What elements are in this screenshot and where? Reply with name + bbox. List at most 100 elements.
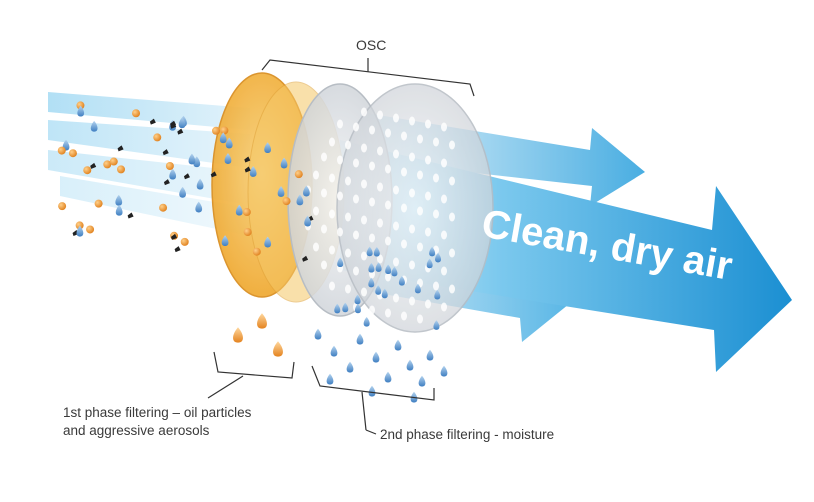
water-drop (354, 303, 361, 314)
water-drop (334, 303, 341, 314)
water-drop (342, 302, 349, 313)
filter-hole (441, 122, 447, 132)
water-drop (346, 361, 354, 373)
water-drop (225, 137, 233, 149)
phase1-caption-line1: 1st phase filtering – oil particles (63, 405, 252, 420)
filter-hole (377, 146, 383, 156)
oil-particle (282, 197, 291, 206)
water-drop (406, 359, 414, 371)
water-drop (76, 225, 84, 237)
water-drop (375, 262, 382, 272)
filter-hole (409, 260, 415, 270)
dust-particle (117, 145, 124, 152)
water-drop (314, 328, 322, 340)
filter-hole (449, 140, 455, 150)
oil-particle (294, 170, 303, 179)
dust-particle (183, 173, 190, 180)
filter-hole (369, 305, 375, 315)
filter-hole (377, 110, 383, 120)
filter-hole (345, 248, 351, 258)
filter-hole (433, 281, 439, 291)
filter-hole (361, 143, 367, 153)
filter-hole (425, 227, 431, 237)
filter-hole (441, 266, 447, 276)
oil-particle (75, 221, 84, 230)
water-drop (433, 320, 440, 330)
filter-hole (449, 176, 455, 186)
filter-hole (417, 170, 423, 180)
filter-hole (393, 257, 399, 267)
filter-hole (353, 266, 359, 276)
filter-hole (337, 191, 343, 201)
water-drop (418, 375, 426, 387)
filter-hole (353, 230, 359, 240)
water-drop (426, 349, 434, 361)
filter-hole (425, 119, 431, 129)
filter-hole (361, 251, 367, 261)
contaminant-particles (57, 101, 442, 330)
filter-hole (337, 119, 343, 129)
water-drop (356, 333, 364, 345)
water-drop (354, 294, 361, 305)
oil-particle (109, 157, 118, 166)
dust-particle (174, 246, 181, 253)
filter-hole (449, 284, 455, 294)
water-drop (280, 157, 288, 169)
second-phase-filter-disc-front (336, 83, 494, 333)
oil-particle (68, 149, 77, 158)
water-drop (264, 142, 272, 154)
filter-hole (361, 179, 367, 189)
oil-particle (252, 247, 261, 256)
water-drop (178, 117, 186, 129)
water-drop (264, 236, 272, 248)
filter-hole (329, 245, 335, 255)
filter-hole (345, 176, 351, 186)
filter-hole (409, 188, 415, 198)
oil-particle (58, 202, 67, 211)
filter-hole (329, 173, 335, 183)
filter-hole (417, 314, 423, 324)
dust-particle (163, 179, 170, 186)
filter-hole (313, 170, 319, 180)
water-drop (115, 194, 123, 206)
water-drop (90, 120, 98, 132)
filter-hole (321, 224, 327, 234)
water-drop (196, 178, 204, 190)
filter-hole (425, 299, 431, 309)
filter-hole (329, 137, 335, 147)
oil-particle (165, 161, 174, 170)
filter-hole (353, 158, 359, 168)
oil-particle (153, 133, 162, 142)
water-drop (224, 153, 232, 164)
filter-hole (337, 227, 343, 237)
oil-particle (220, 126, 229, 135)
water-drop (277, 186, 285, 197)
filter-hole (417, 206, 423, 216)
oil-drop (257, 313, 267, 329)
filter-hole (425, 191, 431, 201)
filter-hole (441, 158, 447, 168)
filter-hole (321, 260, 327, 270)
water-drop (391, 266, 398, 277)
filter-hole (345, 212, 351, 222)
water-drop (219, 132, 227, 144)
separated-drops (233, 313, 448, 403)
oil-particle (116, 165, 125, 174)
filter-hole (393, 113, 399, 123)
dust-particle (127, 212, 134, 219)
filter-hole (377, 182, 383, 192)
water-drop (363, 317, 370, 327)
filter-hole (401, 167, 407, 177)
filter-hole (353, 194, 359, 204)
water-drop (366, 246, 373, 257)
water-drop (372, 351, 380, 363)
filter-hole (345, 284, 351, 294)
filter-hole (385, 272, 391, 282)
oil-particle (159, 203, 168, 212)
osc-filter (211, 72, 494, 333)
oil-particle (132, 109, 141, 118)
filter-hole (401, 203, 407, 213)
filter-hole (321, 188, 327, 198)
dust-particle (171, 233, 178, 240)
dust-particle (302, 255, 309, 262)
